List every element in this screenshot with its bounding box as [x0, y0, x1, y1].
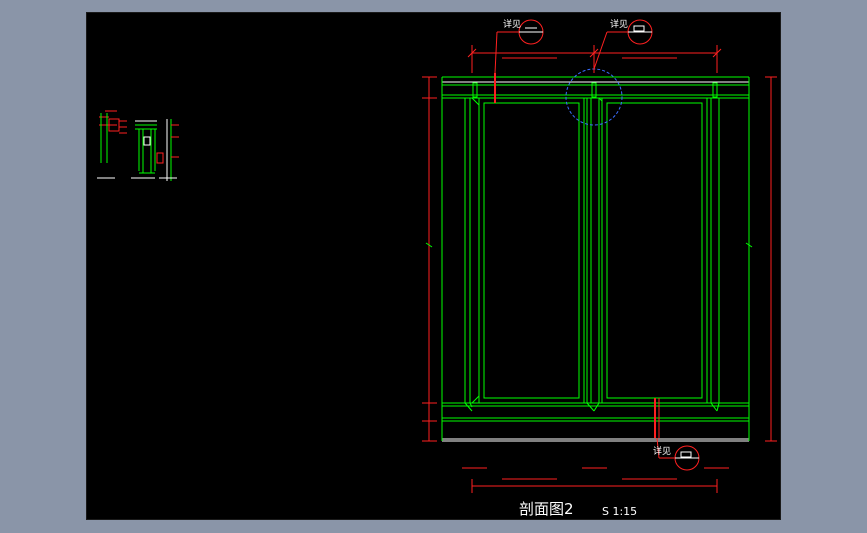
- callout-bottom-label: 详见: [653, 445, 671, 457]
- detail-thumbnail: [97, 110, 179, 181]
- callout-left: [494, 19, 544, 74]
- cad-viewport[interactable]: 详见 详见 详见 剖面图2 S 1:15: [86, 12, 781, 520]
- section-drawing: 详见 详见 详见 剖面图2 S 1:15: [97, 18, 777, 518]
- callout-top-right-label: 详见: [610, 18, 628, 30]
- main-section: [441, 76, 750, 442]
- drawing-title: 剖面图2: [519, 500, 574, 518]
- callout-left-label: 详见: [503, 18, 521, 30]
- callout-top-right: [593, 19, 653, 70]
- dimensions: [422, 45, 777, 493]
- callout-bottom: [656, 437, 700, 471]
- drawing-scale: S 1:15: [602, 505, 637, 518]
